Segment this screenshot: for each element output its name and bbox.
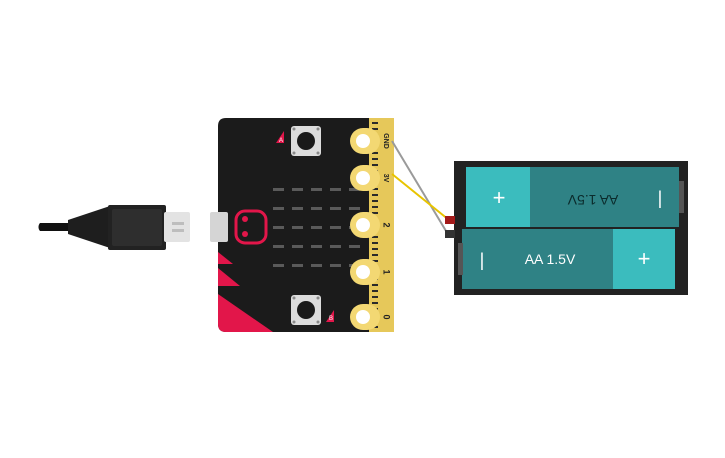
bottom-cell-label: AA 1.5V <box>525 251 576 267</box>
usb-micro-connector <box>164 212 190 242</box>
led-2-1 <box>292 226 303 229</box>
battery-red-terminal <box>445 216 455 224</box>
led-4-0 <box>273 264 284 267</box>
usb-plug-face <box>112 209 162 246</box>
led-2-2 <box>311 226 322 229</box>
led-1-3 <box>330 207 341 210</box>
led-0-4 <box>349 188 360 191</box>
board-body <box>218 118 388 332</box>
usb-strain-relief <box>68 206 110 248</box>
bottom-cell-negative: | <box>480 250 485 270</box>
battery-holder[interactable]: + AA 1.5V | | AA 1.5V + <box>445 161 688 295</box>
pin-label: 2 <box>382 222 392 227</box>
button-a-marker: A <box>276 131 284 144</box>
battery-cell-bottom: | AA 1.5V + <box>458 229 675 289</box>
red-accent-3 <box>218 294 273 332</box>
led-4-1 <box>292 264 303 267</box>
led-1-0 <box>273 207 284 210</box>
board-usb-port <box>210 212 228 242</box>
wire-gnd[interactable] <box>391 140 450 237</box>
battery-cell-top: + AA 1.5V | <box>466 167 684 227</box>
led-4-3 <box>330 264 341 267</box>
pin-label: GND <box>382 133 389 149</box>
red-accent-2 <box>218 268 240 286</box>
led-0-1 <box>292 188 303 191</box>
pin-label: 3V <box>382 174 389 183</box>
button-b-marker: B <box>326 310 334 322</box>
pin-gnd[interactable]: GND <box>350 128 389 154</box>
led-1-1 <box>292 207 303 210</box>
led-1-4 <box>349 207 360 210</box>
pin-2[interactable]: 2 <box>350 212 392 238</box>
wire-3v[interactable] <box>391 173 450 221</box>
led-0-3 <box>330 188 341 191</box>
pin-0[interactable]: 0 <box>350 304 392 330</box>
led-3-4 <box>349 245 360 248</box>
led-3-1 <box>292 245 303 248</box>
led-3-2 <box>311 245 322 248</box>
led-3-0 <box>273 245 284 248</box>
top-cell-negative: | <box>658 188 663 208</box>
svg-text:B: B <box>329 316 333 322</box>
led-0-0 <box>273 188 284 191</box>
battery-black-terminal <box>445 230 455 238</box>
pin-1[interactable]: 1 <box>350 259 392 285</box>
svg-text:A: A <box>279 138 283 144</box>
top-cell-label: AA 1.5V <box>567 192 618 208</box>
usb-cable-tail <box>38 223 70 231</box>
red-accent-1 <box>218 252 233 264</box>
button-a[interactable] <box>291 126 321 156</box>
led-2-3 <box>330 226 341 229</box>
top-cell-positive: + <box>493 185 506 210</box>
microbit-logo <box>234 209 268 245</box>
pin-label: 0 <box>382 314 392 319</box>
button-b[interactable] <box>291 295 321 325</box>
pin-label: 1 <box>382 269 392 274</box>
usb-cable[interactable] <box>38 205 191 250</box>
led-3-3 <box>330 245 341 248</box>
led-2-0 <box>273 226 284 229</box>
microbit-board[interactable]: A B GND 3V 2 1 0 <box>210 118 394 332</box>
bottom-cell-positive: + <box>638 246 651 271</box>
led-1-2 <box>311 207 322 210</box>
led-4-2 <box>311 264 322 267</box>
led-0-2 <box>311 188 322 191</box>
pin-3v[interactable]: 3V <box>350 165 389 191</box>
